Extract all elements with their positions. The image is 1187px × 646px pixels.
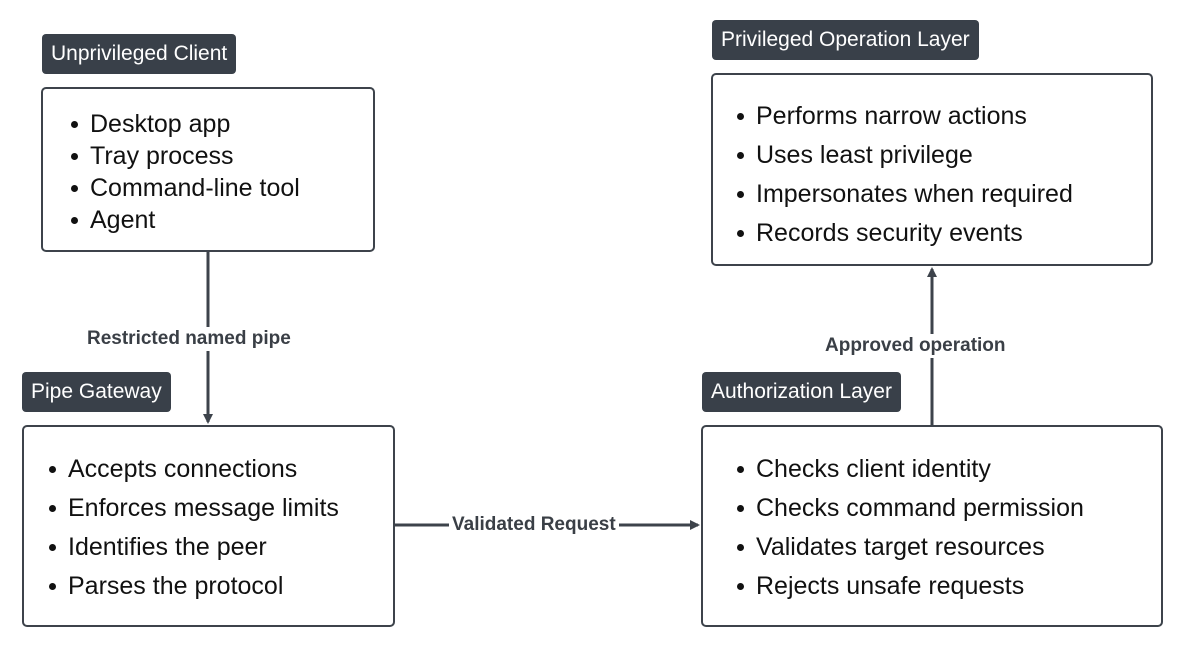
edge-label-approved-operation: Approved operation [825, 334, 1006, 358]
authorization-node: Checks client identity Checks command pe… [701, 425, 1163, 627]
client-item: Agent [68, 204, 373, 236]
privileged-item: Performs narrow actions [734, 97, 1151, 136]
privileged-item: Impersonates when required [734, 175, 1151, 214]
authorization-title-tag: Authorization Layer [702, 372, 901, 412]
authorization-item: Rejects unsafe requests [734, 567, 1161, 606]
privileged-item: Records security events [734, 214, 1151, 253]
privileged-title-tag: Privileged Operation Layer [712, 20, 979, 60]
gateway-item-list: Accepts connections Enforces message lim… [46, 450, 393, 606]
client-item: Command-line tool [68, 172, 373, 204]
authorization-item: Validates target resources [734, 528, 1161, 567]
client-title-tag: Unprivileged Client [42, 34, 237, 74]
client-item: Tray process [68, 140, 373, 172]
client-item-list: Desktop app Tray process Command-line to… [68, 108, 373, 236]
client-item: Desktop app [68, 108, 373, 140]
edge-label-restricted-named-pipe: Restricted named pipe [87, 327, 291, 351]
privileged-item-list: Performs narrow actions Uses least privi… [734, 97, 1151, 253]
authorization-item: Checks command permission [734, 489, 1161, 528]
gateway-item: Identifies the peer [46, 528, 393, 567]
gateway-item: Enforces message limits [46, 489, 393, 528]
edge-label-validated-request: Validated Request [449, 513, 619, 537]
authorization-item-list: Checks client identity Checks command pe… [734, 450, 1161, 606]
gateway-item: Parses the protocol [46, 567, 393, 606]
privileged-item: Uses least privilege [734, 136, 1151, 175]
gateway-item: Accepts connections [46, 450, 393, 489]
authorization-item: Checks client identity [734, 450, 1161, 489]
gateway-title-tag: Pipe Gateway [22, 372, 171, 412]
gateway-node: Accepts connections Enforces message lim… [22, 425, 395, 627]
privileged-node: Performs narrow actions Uses least privi… [711, 73, 1153, 266]
client-node: Desktop app Tray process Command-line to… [41, 87, 375, 252]
